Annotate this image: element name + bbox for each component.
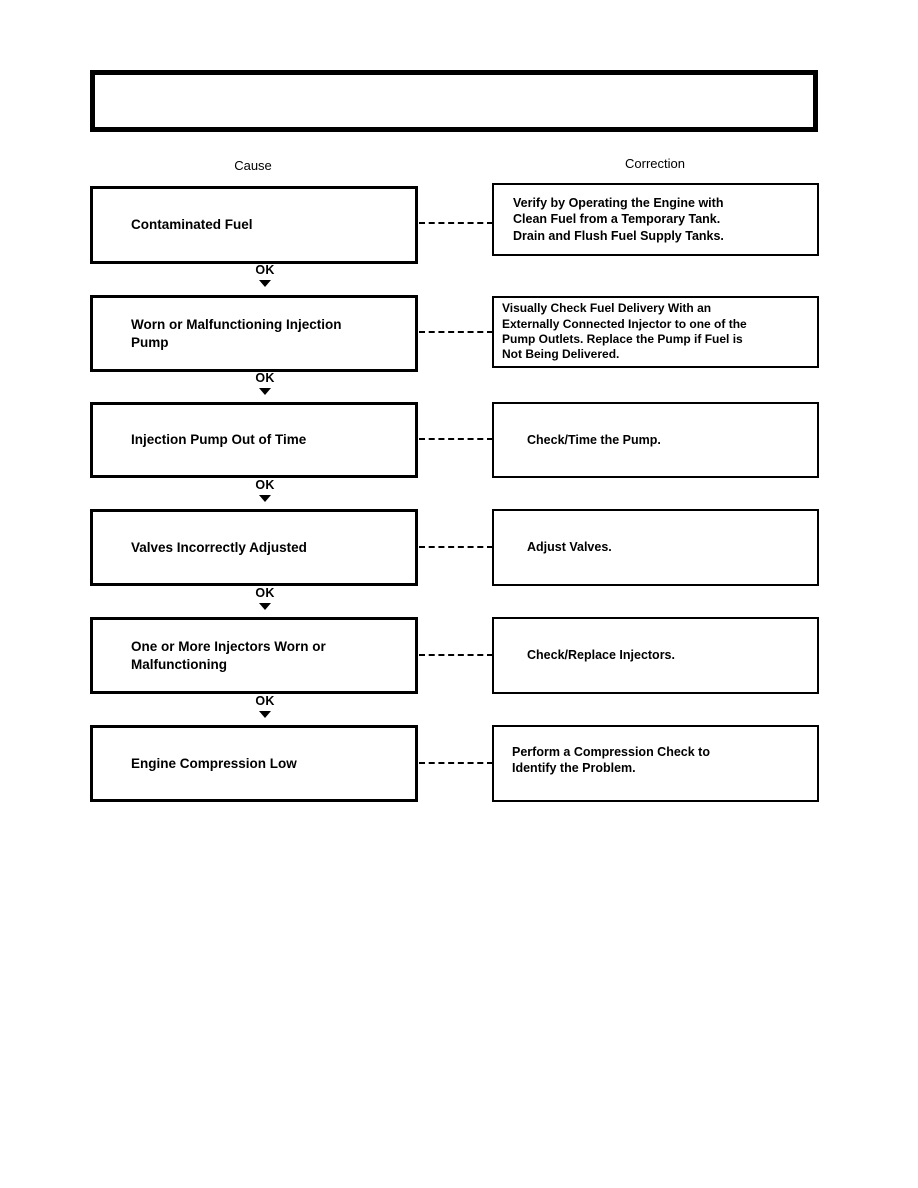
cause-text: Worn or Malfunctioning Injection Pump: [131, 316, 342, 350]
ok-label: OK: [255, 694, 275, 708]
cause-correction-link: [419, 654, 493, 656]
cause-correction-link: [419, 762, 493, 764]
title-banner: [90, 70, 818, 132]
ok-connector: OK: [205, 587, 325, 610]
correction-box[interactable]: Perform a Compression Check to Identify …: [492, 725, 819, 802]
correction-box[interactable]: Check/Replace Injectors.: [492, 617, 819, 694]
correction-text: Verify by Operating the Engine with Clea…: [513, 196, 724, 243]
cause-correction-link: [419, 331, 493, 333]
column-header-correction: Correction: [625, 156, 685, 171]
arrow-down-icon: [259, 710, 271, 718]
ok-connector: OK: [205, 695, 325, 718]
cause-text: Injection Pump Out of Time: [131, 432, 307, 448]
cause-text: Engine Compression Low: [131, 755, 297, 771]
cause-text: One or More Injectors Worn or Malfunctio…: [131, 638, 326, 672]
ok-label: OK: [255, 263, 275, 277]
cause-box[interactable]: Engine Compression Low: [90, 725, 418, 802]
cause-correction-link: [419, 222, 493, 224]
correction-box[interactable]: Adjust Valves.: [492, 509, 819, 586]
title-banner-text: [95, 75, 813, 87]
correction-box[interactable]: Visually Check Fuel Delivery With an Ext…: [492, 296, 819, 368]
arrow-down-icon: [259, 279, 271, 287]
ok-connector: OK: [205, 372, 325, 395]
cause-box[interactable]: Injection Pump Out of Time: [90, 402, 418, 478]
ok-connector: OK: [205, 264, 325, 287]
ok-label: OK: [255, 478, 275, 492]
correction-text: Adjust Valves.: [527, 540, 612, 555]
correction-text: Visually Check Fuel Delivery With an Ext…: [502, 301, 747, 362]
correction-text: Perform a Compression Check to Identify …: [512, 745, 710, 776]
ok-connector: OK: [205, 479, 325, 502]
ok-label: OK: [255, 371, 275, 385]
correction-text: Check/Replace Injectors.: [527, 648, 675, 663]
arrow-down-icon: [259, 387, 271, 395]
cause-box[interactable]: One or More Injectors Worn or Malfunctio…: [90, 617, 418, 694]
correction-box[interactable]: Check/Time the Pump.: [492, 402, 819, 478]
column-header-cause: Cause: [234, 158, 272, 173]
correction-box[interactable]: Verify by Operating the Engine with Clea…: [492, 183, 819, 256]
arrow-down-icon: [259, 494, 271, 502]
cause-box[interactable]: Valves Incorrectly Adjusted: [90, 509, 418, 586]
cause-box[interactable]: Contaminated Fuel: [90, 186, 418, 264]
cause-correction-link: [419, 546, 493, 548]
correction-text: Check/Time the Pump.: [527, 432, 661, 447]
arrow-down-icon: [259, 602, 271, 610]
cause-box[interactable]: Worn or Malfunctioning Injection Pump: [90, 295, 418, 372]
cause-text: Contaminated Fuel: [131, 217, 253, 233]
cause-text: Valves Incorrectly Adjusted: [131, 539, 307, 555]
ok-label: OK: [255, 586, 275, 600]
cause-correction-link: [419, 438, 493, 440]
